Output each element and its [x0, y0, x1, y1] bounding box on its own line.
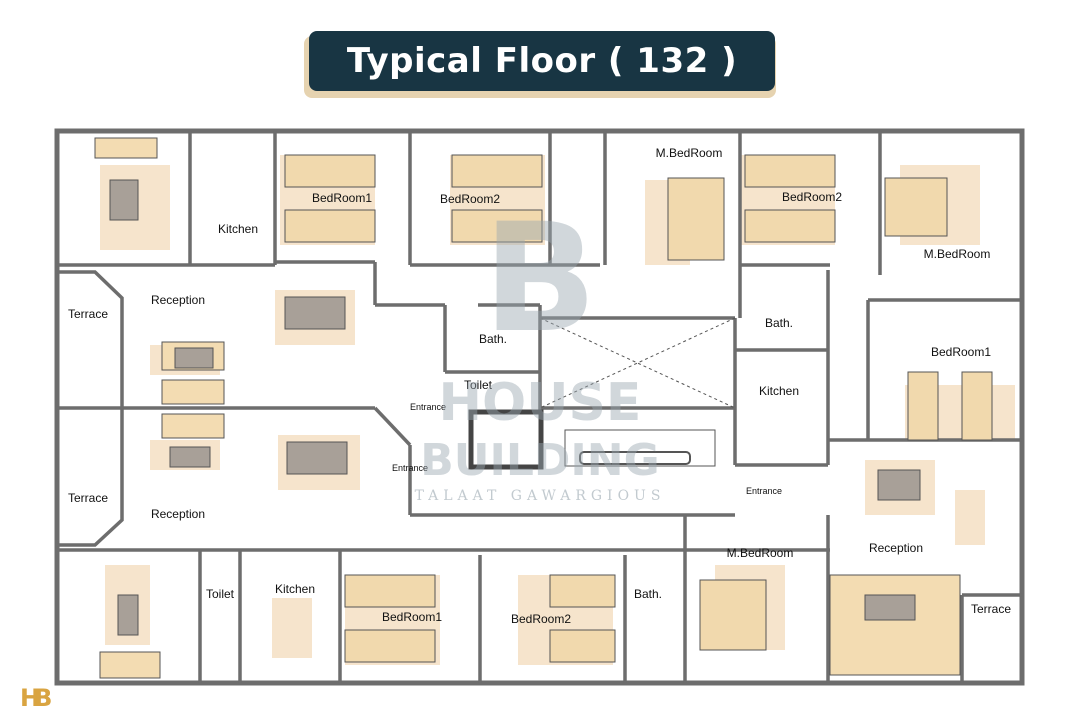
watermark-name: TALAAT GAWARGIOUS	[415, 488, 666, 504]
label-entrance: Entrance	[746, 486, 782, 496]
watermark-house: HOUSE	[439, 373, 642, 433]
label-bath: Bath.	[765, 316, 793, 330]
label-master-bedroom: M.BedRoom	[727, 546, 794, 560]
watermark-building: BUILDING	[420, 435, 660, 486]
label-toilet: Toilet	[464, 378, 493, 392]
label-toilet: Toilet	[206, 587, 235, 601]
label-master-bedroom: M.BedRoom	[924, 247, 991, 261]
label-bedroom1: BedRoom1	[312, 191, 372, 205]
label-terrace: Terrace	[68, 491, 108, 505]
label-bedroom2: BedRoom2	[440, 192, 500, 206]
label-kitchen: Kitchen	[218, 222, 258, 236]
room-labels: Kitchen BedRoom1 BedRoom2 M.BedRoom BedR…	[68, 146, 1011, 626]
walls	[54, 128, 1025, 686]
label-reception: Reception	[151, 507, 205, 521]
beds	[284, 154, 993, 663]
label-master-bedroom: M.BedRoom	[656, 146, 723, 160]
label-bedroom2: BedRoom2	[782, 190, 842, 204]
label-entrance: Entrance	[392, 463, 428, 473]
label-kitchen: Kitchen	[759, 384, 799, 398]
label-bedroom1: BedRoom1	[931, 345, 991, 359]
page-title: Typical Floor ( 132 )	[309, 31, 775, 91]
furniture	[94, 137, 961, 679]
label-bedroom1: BedRoom1	[382, 610, 442, 624]
watermark: B HOUSE BUILDING TALAAT GAWARGIOUS	[415, 192, 666, 504]
watermark-logo-letter: B	[483, 192, 597, 366]
label-bath: Bath.	[479, 332, 507, 346]
brand-logo: HB	[20, 684, 52, 712]
label-bath: Bath.	[634, 587, 662, 601]
label-reception: Reception	[151, 293, 205, 307]
label-bedroom2: BedRoom2	[511, 612, 571, 626]
label-reception: Reception	[869, 541, 923, 555]
staircase	[564, 429, 716, 467]
label-terrace: Terrace	[68, 307, 108, 321]
label-entrance: Entrance	[410, 402, 446, 412]
label-kitchen: Kitchen	[275, 582, 315, 596]
label-terrace: Terrace	[971, 602, 1011, 616]
